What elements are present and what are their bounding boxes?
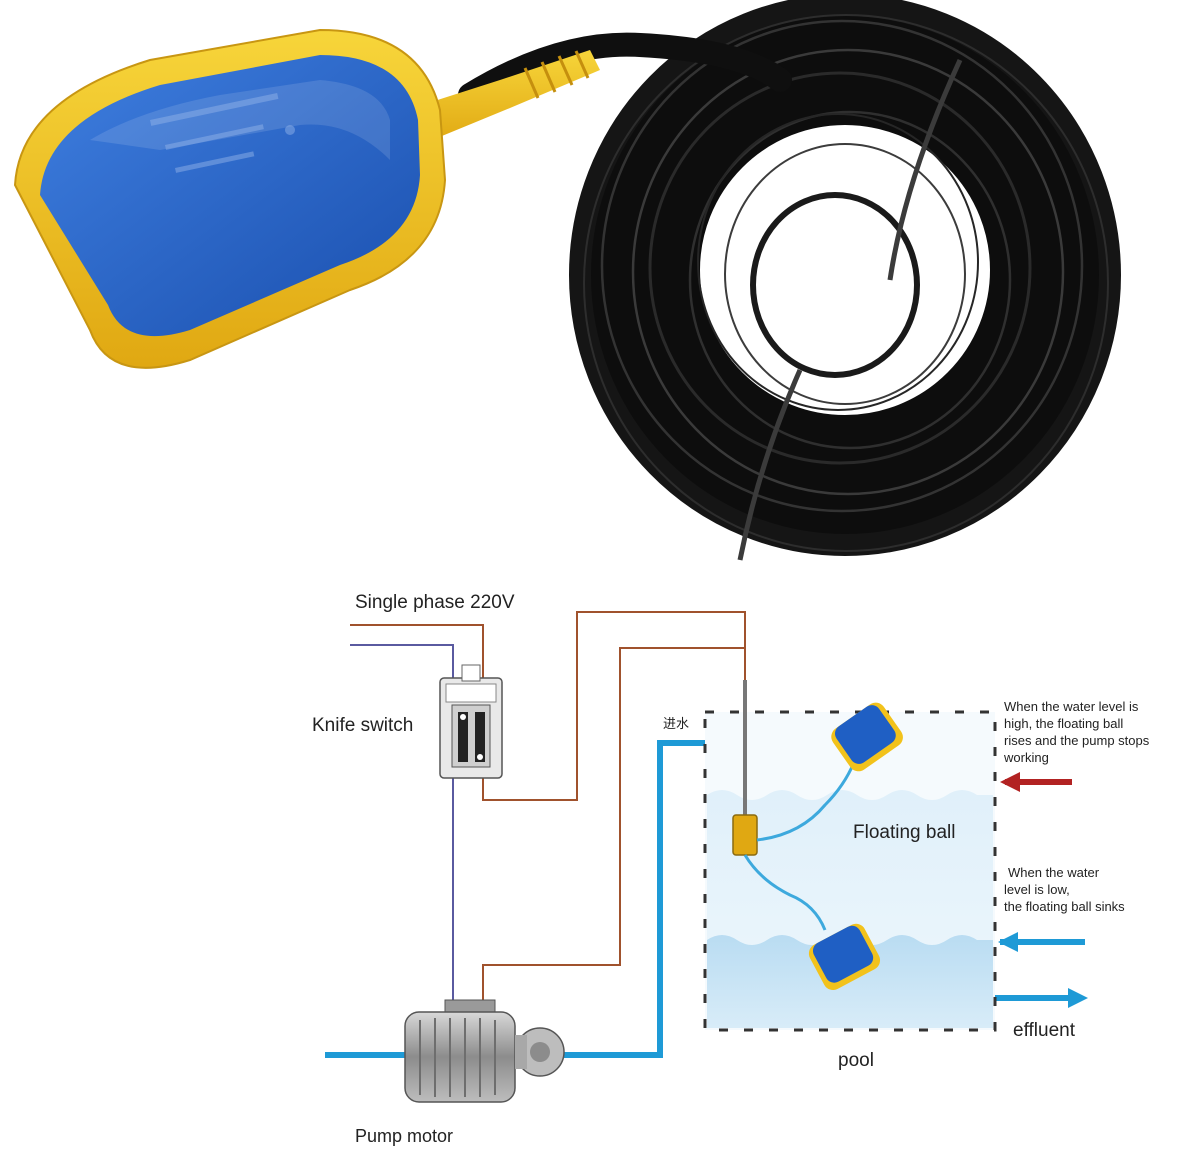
- effluent-arrow: [1068, 988, 1088, 1008]
- label-pool: pool: [838, 1050, 874, 1071]
- svg-text:rises and the pump stops: rises and the pump stops: [1004, 733, 1150, 748]
- label-pump-motor: Pump motor: [355, 1126, 453, 1146]
- high-level-arrow: [1000, 772, 1072, 792]
- label-power: Single phase 220V: [355, 592, 515, 613]
- label-floating-ball: Floating ball: [853, 822, 955, 843]
- svg-text:high, the floating ball: high, the floating ball: [1004, 716, 1123, 731]
- note-low-level: When the water level is low, the floatin…: [1004, 865, 1125, 914]
- label-effluent: effluent: [1013, 1020, 1076, 1041]
- note-high-level: When the water level is high, the floati…: [1003, 699, 1150, 765]
- knife-switch-icon: [439, 664, 503, 779]
- wiring: [350, 611, 746, 1010]
- svg-text:When the water: When the water: [1008, 865, 1100, 880]
- label-knife-switch: Knife switch: [312, 715, 413, 736]
- float-switch-diagram-icon: [732, 680, 903, 990]
- low-level-arrow: [998, 932, 1018, 952]
- svg-text:the floating ball sinks: the floating ball sinks: [1004, 899, 1125, 914]
- svg-text:level is low,: level is low,: [1004, 882, 1070, 897]
- float-switch-icon: [13, 28, 447, 369]
- svg-text:working: working: [1003, 750, 1049, 765]
- svg-text:When the water level is: When the water level is: [1004, 699, 1139, 714]
- label-inlet: 进水: [663, 717, 689, 732]
- pump-motor-icon: [404, 999, 565, 1103]
- cable-coil-icon: [400, 0, 1121, 561]
